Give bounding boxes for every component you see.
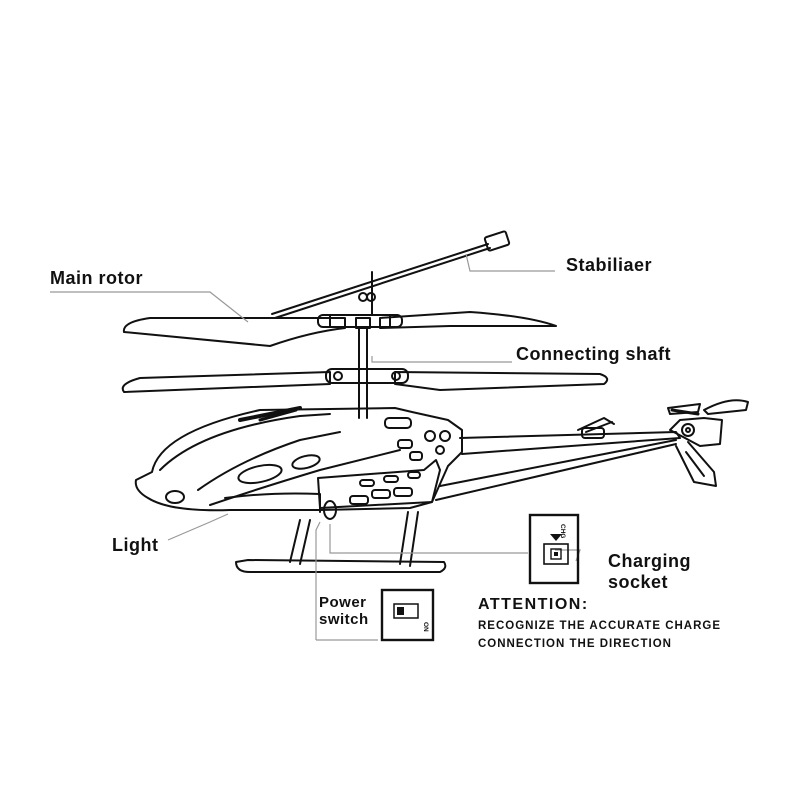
power-switch-panel: ON [380, 588, 435, 642]
on-text: ON [422, 622, 429, 632]
label-power-switch-line1: Power [319, 594, 367, 611]
chg-text: CHG [559, 524, 566, 538]
label-power-switch-line2: switch [319, 611, 369, 629]
label-charging-socket: Charging socket [608, 551, 691, 592]
label-stabiliaer: Stabiliaer [566, 255, 653, 275]
label-light: Light [112, 535, 159, 555]
upper-main-rotor [122, 311, 557, 347]
label-main-rotor: Main rotor [50, 268, 143, 288]
leader-lines [50, 253, 581, 641]
fuselage [134, 406, 463, 513]
tail-boom [435, 417, 681, 501]
attention-title: ATTENTION: [478, 596, 589, 613]
connecting-shaft [355, 317, 371, 419]
charging-socket-panel: CHG [528, 513, 580, 585]
attention-line1: RECOGNIZE THE ACCURATE CHARGE [478, 620, 722, 632]
stabilizer-bar [271, 230, 511, 319]
landing-skid [235, 511, 447, 573]
label-power-switch: Power switch [319, 594, 369, 629]
attention-line2: CONNECTION THE DIRECTION [478, 638, 672, 650]
front-light [165, 490, 185, 504]
label-charging-socket-line2: socket [608, 571, 669, 592]
switch-knob [397, 607, 404, 615]
lower-main-rotor [121, 368, 609, 393]
tail-rotor [667, 399, 749, 487]
label-connecting-shaft: Connecting shaft [516, 344, 671, 364]
label-charging-socket-line1: Charging [608, 551, 691, 571]
side-panel [317, 439, 441, 520]
